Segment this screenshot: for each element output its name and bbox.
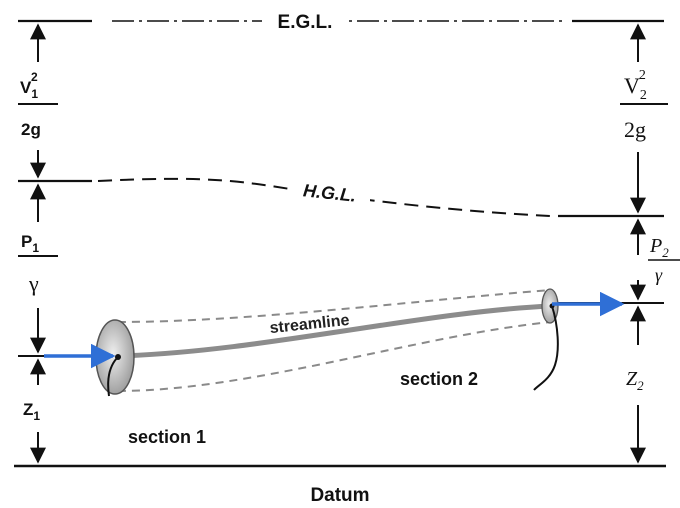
right-gamma: γ	[655, 265, 663, 285]
left-2g: 2g	[21, 120, 41, 139]
stream-tube	[117, 289, 552, 392]
svg-text:Z1: Z1	[23, 400, 40, 423]
right-pressure-head: P2 γ	[648, 235, 680, 285]
egl-label-bg	[262, 8, 348, 32]
svg-text:P1: P1	[21, 232, 39, 255]
right-elevation-head: Z2	[626, 368, 644, 393]
energy-grade-line	[18, 8, 664, 32]
section-1-label: section 1	[128, 427, 206, 447]
svg-text:V12: V12	[20, 70, 38, 101]
right-2g: 2g	[624, 117, 646, 142]
section-2-leader	[533, 305, 559, 391]
left-gamma: γ	[28, 271, 39, 296]
egl-label: E.G.L.	[278, 12, 333, 33]
right-velocity-head: V22 2g	[620, 68, 668, 142]
section-2-label: section 2	[400, 369, 478, 389]
left-velocity-head: V12 2g	[18, 70, 58, 139]
left-pressure-head: P1 γ	[18, 232, 58, 296]
svg-text:V22: V22	[624, 68, 647, 103]
streamline-curve	[117, 303, 552, 359]
svg-text:Z2: Z2	[626, 368, 644, 393]
svg-text:P2: P2	[649, 235, 669, 260]
hgl-label-bg	[288, 180, 370, 202]
left-elevation-head: Z1	[23, 400, 40, 423]
hydraulic-grade-line	[18, 177, 664, 218]
datum-label: Datum	[310, 485, 369, 506]
